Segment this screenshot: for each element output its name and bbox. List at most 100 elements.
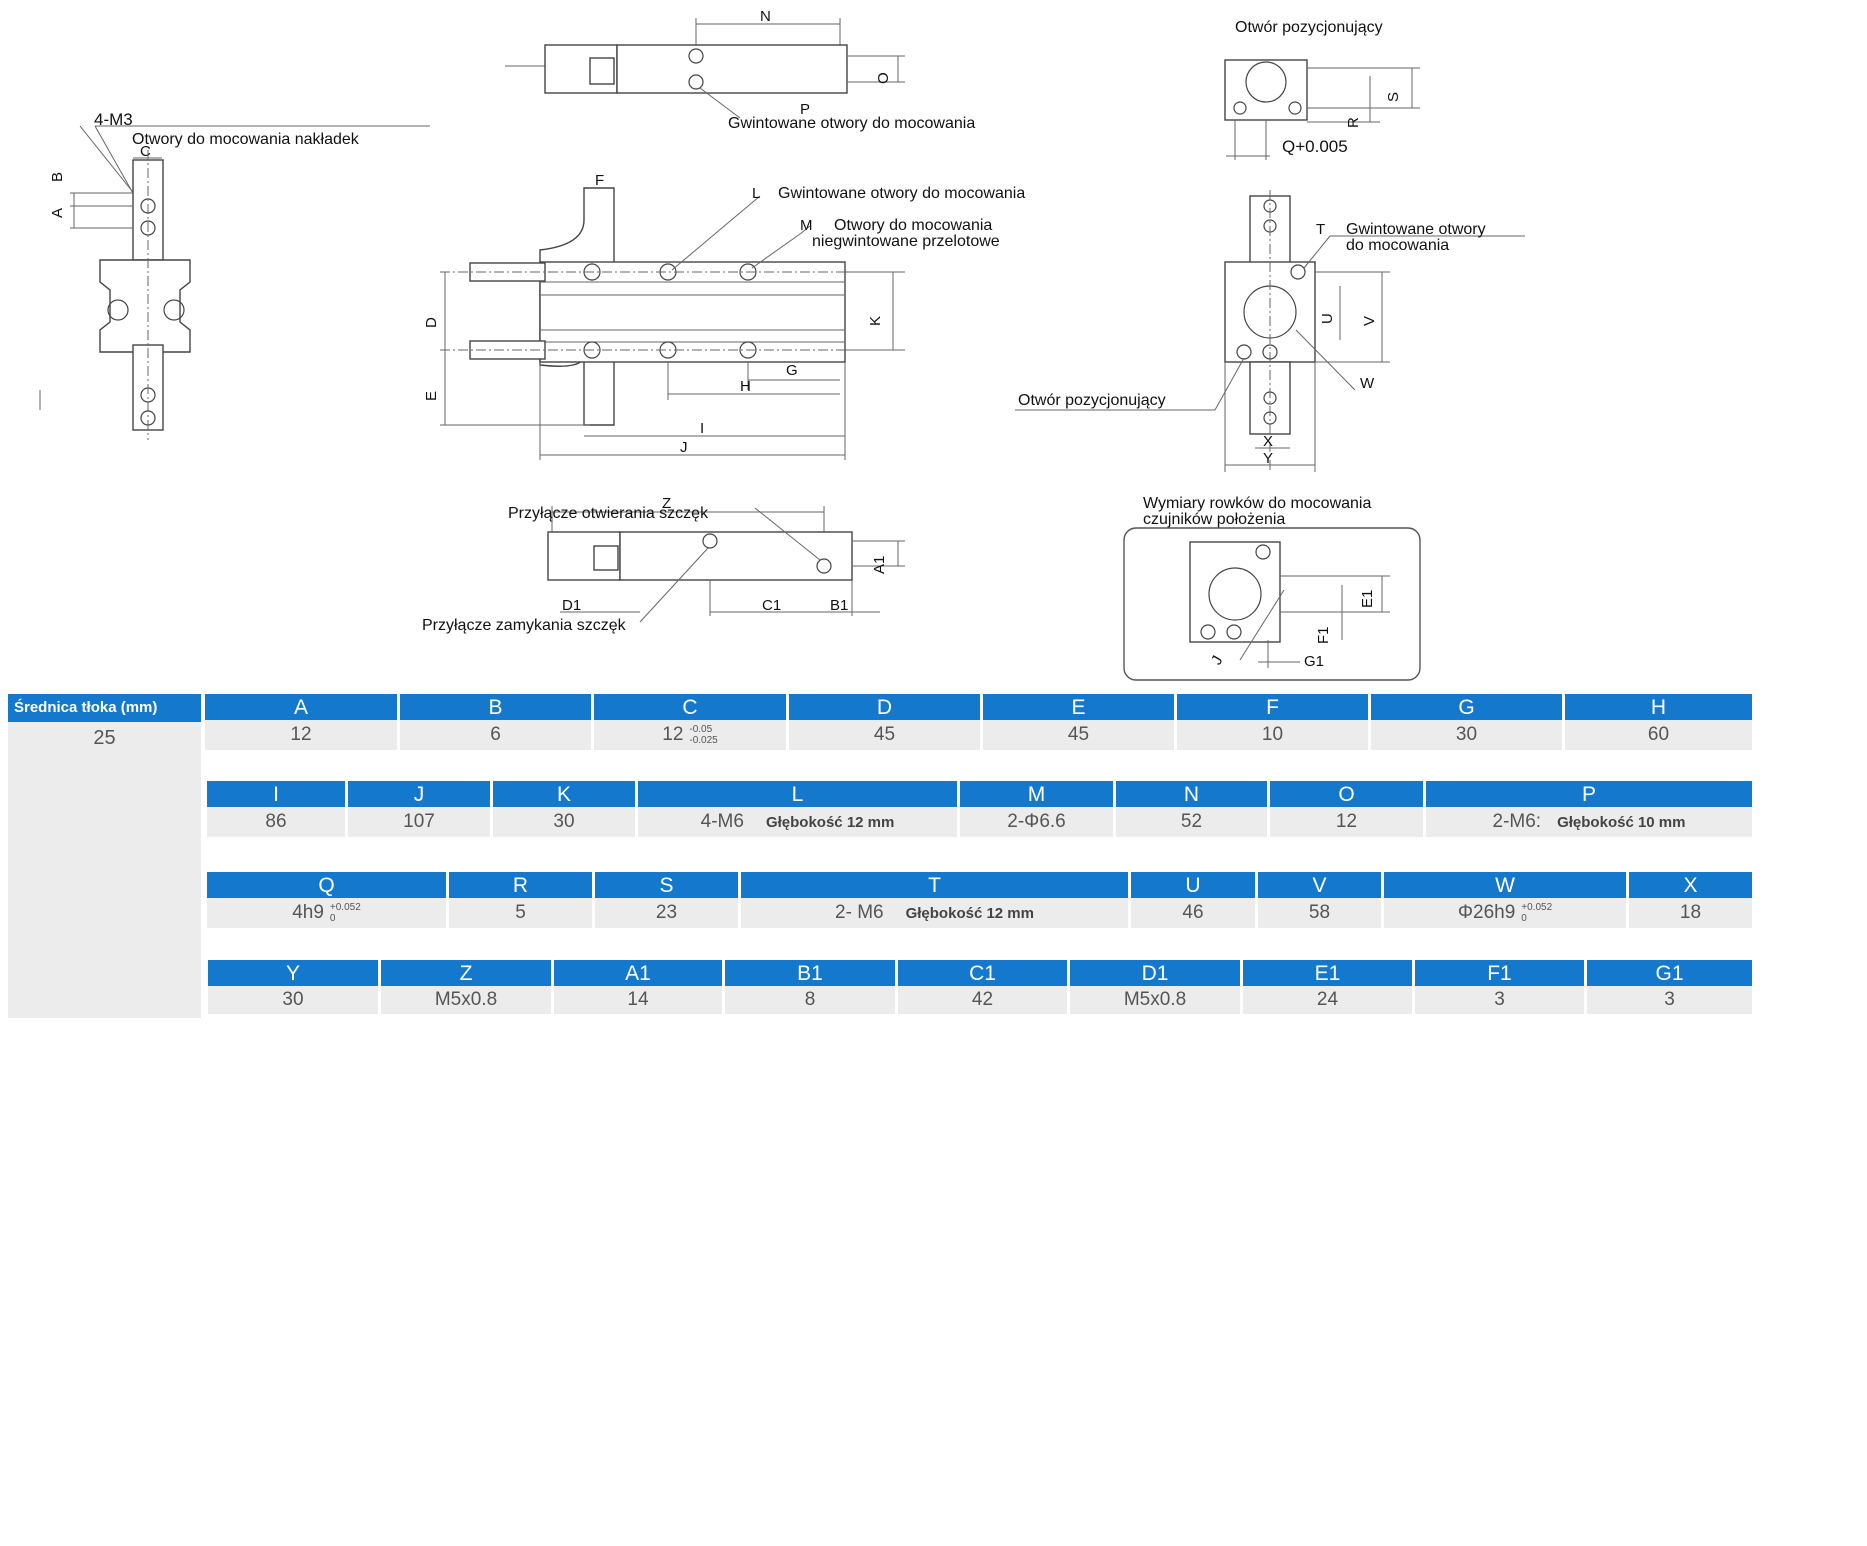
q-tol-upper: +0.052 <box>329 901 361 913</box>
value-h: 60 <box>1565 720 1752 750</box>
dim-q-tolerance: Q+0.005 <box>1282 137 1348 156</box>
value-r: 5 <box>449 898 595 928</box>
dim-i: I <box>700 420 704 437</box>
table-header-row: Y Z A1 B1 C1 D1 E1 F1 G1 <box>208 960 1752 986</box>
value-z: M5x0.8 <box>381 986 554 1014</box>
dim-b1: B1 <box>830 597 848 614</box>
header-j: J <box>348 781 493 807</box>
value-a: 12 <box>205 720 400 750</box>
header-u: U <box>1131 872 1258 898</box>
value-c-nominal: 12 <box>662 724 684 745</box>
value-d: 45 <box>789 720 983 750</box>
value-n: 52 <box>1116 807 1270 837</box>
value-l-thread: 4-M6 <box>700 811 744 832</box>
header-f: F <box>1177 694 1371 720</box>
dim-c: C <box>140 143 151 160</box>
value-p-depth: Głębokość 10 mm <box>1557 814 1686 831</box>
header-r: R <box>449 872 595 898</box>
value-g1: 3 <box>1587 986 1752 1014</box>
port-view: Z Przyłącze otwierania szczęk A1 C1 B1 D… <box>422 495 905 634</box>
dim-w: W <box>1360 375 1375 392</box>
header-l: L <box>638 781 960 807</box>
value-s: 23 <box>595 898 741 928</box>
top-side-view: N O P Gwintowane otwory do mocowania <box>505 8 975 132</box>
note-t-line1: Gwintowane otwory <box>1346 221 1486 238</box>
header-e: E <box>983 694 1177 720</box>
dim-d: D <box>423 317 440 328</box>
table-block-1: A B C D E F G H 12 6 12-0.05-0.025 45 45… <box>205 694 1752 750</box>
note-pad-holes: Otwory do mocowania nakładek <box>132 131 360 148</box>
value-d1: M5x0.8 <box>1070 986 1243 1014</box>
table-header-row: I J K L M N O P <box>207 781 1752 807</box>
dim-r: R <box>1345 117 1362 128</box>
header-m: M <box>960 781 1116 807</box>
table-block-4: Y Z A1 B1 C1 D1 E1 F1 G1 30 M5x0.8 14 8 … <box>208 960 1752 1014</box>
sensor-slot-detail: Wymiary rowków do mocowania czujników po… <box>1123 495 1421 681</box>
header-t: T <box>741 872 1131 898</box>
value-e1: 24 <box>1243 986 1415 1014</box>
header-a: A <box>205 694 400 720</box>
header-g1: G1 <box>1587 960 1752 986</box>
dimension-table: Średnica tłoka (mm) 25 A B C D E F G H 1… <box>8 694 1752 1018</box>
header-b1: B1 <box>725 960 898 986</box>
header-f1: F1 <box>1415 960 1587 986</box>
value-k: 30 <box>493 807 638 837</box>
dim-a: A <box>49 208 66 218</box>
dim-g1: G1 <box>1304 653 1324 670</box>
header-p: P <box>1426 781 1752 807</box>
piston-diameter-column: Średnica tłoka (mm) 25 <box>8 694 201 1018</box>
header-c: C <box>594 694 789 720</box>
dim-d1: D1 <box>562 597 581 614</box>
value-e: 45 <box>983 720 1177 750</box>
dim-n: N <box>760 8 771 25</box>
dim-4m3: 4-M3 <box>94 110 133 129</box>
header-y: Y <box>208 960 381 986</box>
dim-m: M <box>800 217 813 234</box>
value-c1: 42 <box>898 986 1070 1014</box>
header-a1: A1 <box>554 960 725 986</box>
dim-f: F <box>595 172 604 189</box>
value-j: 107 <box>348 807 493 837</box>
dim-p: P <box>800 101 810 118</box>
table-header-row: A B C D E F G H <box>205 694 1752 720</box>
note-l-threaded-holes: Gwintowane otwory do mocowania <box>778 185 1025 202</box>
dim-z: Z <box>662 495 671 512</box>
dim-s: S <box>1385 92 1402 102</box>
top-right-detail: Otwór pozycjonujący S R Q+0.005 <box>1224 19 1420 160</box>
value-q-nominal: 4h9 <box>292 902 324 923</box>
note-m-line1: Otwory do mocowania <box>834 217 992 234</box>
note-m-line2: niegwintowane przelotowe <box>812 233 1000 250</box>
c-tol-lower: -0.025 <box>689 734 718 746</box>
header-o: O <box>1270 781 1426 807</box>
note-port-open: Przyłącze otwierania szczęk <box>508 505 709 522</box>
dim-o: O <box>875 72 892 84</box>
note-positioning-hole-top: Otwór pozycjonujący <box>1235 19 1383 36</box>
slot-title-line2: czujników położenia <box>1143 511 1285 528</box>
value-u: 46 <box>1131 898 1258 928</box>
header-s: S <box>595 872 741 898</box>
header-k: K <box>493 781 638 807</box>
q-tol-lower: 0 <box>329 912 336 924</box>
technical-drawing: 4-M3 Otwory do mocowania nakładek C B A … <box>39 8 1525 681</box>
dim-b: B <box>49 172 66 182</box>
dim-v: V <box>1361 316 1378 326</box>
piston-diameter-value: 25 <box>93 727 116 749</box>
value-b1: 8 <box>725 986 898 1014</box>
note-port-close: Przyłącze zamykania szczęk <box>422 617 627 634</box>
table-value-row: 12 6 12-0.05-0.025 45 45 10 30 60 <box>205 720 1752 750</box>
dim-k: K <box>867 316 884 326</box>
table-value-row: 30 M5x0.8 14 8 42 M5x0.8 24 3 3 <box>208 986 1752 1014</box>
dim-e: E <box>423 391 440 401</box>
main-side-view: F D E K G H I J <box>423 172 1025 460</box>
value-f: 10 <box>1177 720 1371 750</box>
note-top-threaded-holes: Gwintowane otwory do mocowania <box>728 115 975 132</box>
dim-u: U <box>1319 313 1336 324</box>
dim-h: H <box>740 378 751 395</box>
dim-a1: A1 <box>871 556 888 574</box>
w-tol-upper: +0.052 <box>1521 901 1553 913</box>
